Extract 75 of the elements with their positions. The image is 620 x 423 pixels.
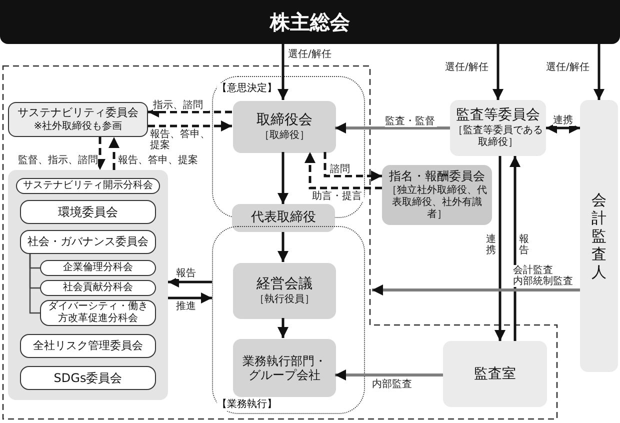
box-title: 監査等委員会: [456, 107, 540, 124]
arrow: [335, 370, 443, 380]
arrow: [594, 44, 604, 100]
committee-pill: [40, 280, 156, 296]
process-box: [233, 339, 336, 397]
dashed-arrow: [148, 120, 232, 132]
arrow: [278, 318, 288, 338]
box-title: 代表取締役: [251, 210, 316, 226]
header-bar: [0, 0, 620, 44]
edge-label: 監督、指示、諮問: [18, 155, 98, 166]
box-title: 監査室: [474, 366, 516, 382]
process-box: [232, 204, 335, 232]
box-title: ダイバーシティ・働き方改革促進分科会: [47, 301, 149, 325]
box-note: ［監査等委員である取締役］: [452, 124, 544, 149]
dotted-region: [212, 226, 365, 414]
box-title: 業務執行部門・グループ会社: [242, 354, 328, 382]
dashed-arrow: [324, 152, 382, 182]
box-note: ［取締役］: [258, 128, 310, 142]
edge-label: 助言・提言: [312, 191, 364, 202]
box-title: 環境委員会: [57, 204, 119, 220]
connector-line: [29, 254, 40, 314]
arrow: [278, 44, 288, 100]
dashed-arrow: [148, 106, 232, 118]
box-note: ※社外取締役も参画: [32, 120, 124, 133]
committee-pill: [40, 300, 156, 326]
box-title: 社会貢献分科会: [62, 282, 134, 294]
edge-label: 報告、答申、提案: [118, 155, 200, 166]
edge-label: 連携: [486, 234, 496, 256]
box-title: 会計監査人: [592, 191, 606, 281]
arrow: [494, 156, 506, 341]
box-title: 取締役会: [256, 112, 312, 129]
arrow: [335, 122, 450, 134]
committee-pill: [40, 260, 156, 276]
banner-title: 株主総会: [270, 10, 350, 34]
box-note: ［独立社外取締役、代表取締役、社外有識者］: [386, 184, 488, 221]
process-box: [580, 100, 618, 372]
edge-label: 報告: [519, 234, 529, 256]
process-box: [233, 101, 336, 153]
process-box: [450, 100, 546, 156]
committee-pill: [20, 230, 156, 254]
box-title: 企業倫理分科会: [62, 262, 134, 274]
dashed-arrow: [108, 137, 120, 170]
committee-pill: [20, 366, 156, 390]
process-box: [8, 102, 148, 137]
process-box: [382, 165, 492, 225]
committee-panel: [8, 170, 168, 400]
edge-label: 内部監査: [372, 379, 414, 390]
edge-label: 指示、諮問: [153, 100, 209, 111]
box-title: 経営会議: [256, 276, 312, 293]
box-title: 社会・ガバナンス委員会: [26, 235, 150, 249]
process-box: [233, 263, 336, 319]
box-title: 指名・報酬委員会: [389, 169, 485, 184]
box-title: サステナビリティ開示分科会: [22, 180, 154, 192]
arrow: [278, 152, 288, 204]
arrow: [372, 284, 580, 296]
arrow: [492, 44, 504, 100]
edge-label: 監査・監督: [385, 116, 437, 127]
committee-pill: [16, 178, 160, 194]
edge-label: 推進: [176, 301, 198, 312]
arrow: [278, 232, 288, 262]
arrow: [168, 292, 212, 304]
dashed-arrow: [304, 152, 382, 190]
edge-label: 諮問: [330, 164, 352, 175]
box-note: ［執行役員］: [254, 292, 316, 306]
edge-label: 連携: [553, 115, 575, 126]
box-title: SDGs委員会: [52, 370, 124, 386]
process-box: [443, 341, 547, 407]
committee-pill: [20, 334, 156, 358]
arrow: [510, 156, 520, 341]
arrow: [168, 276, 212, 288]
box-title: 全社リスク管理委員会: [32, 339, 144, 353]
box-title: サステナビリティ委員会: [18, 106, 138, 120]
arrow: [546, 122, 580, 134]
edge-label: 報告: [176, 268, 198, 279]
committee-pill: [20, 200, 156, 224]
